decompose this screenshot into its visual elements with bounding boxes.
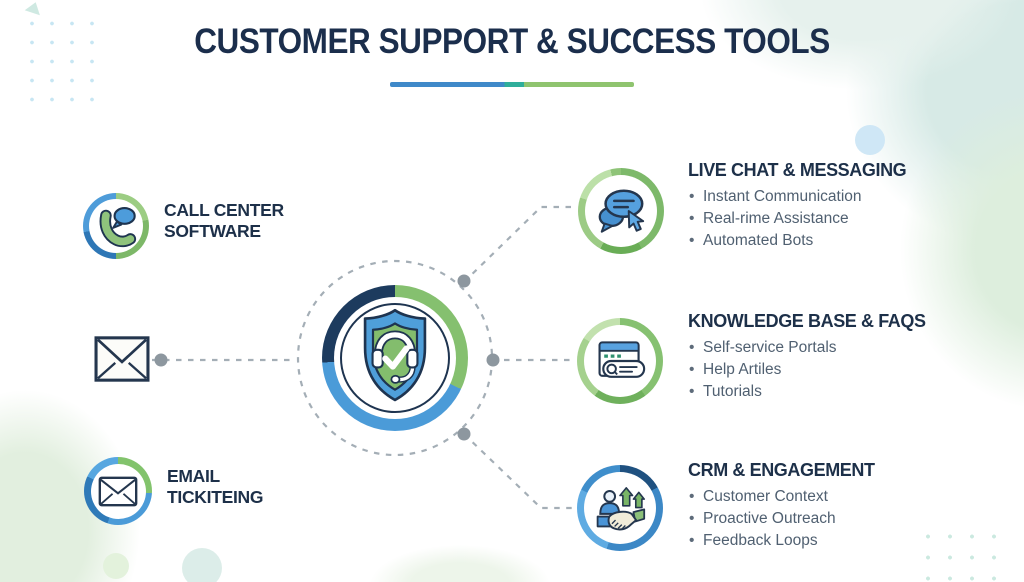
decor-circle — [855, 125, 885, 155]
page-title: CUSTOMER SUPPORT & SUCCESS TOOLS — [194, 22, 830, 61]
section-live-chat: LIVE CHAT & MESSAGING Instant Communicat… — [688, 160, 1018, 253]
crm-circle — [577, 465, 663, 551]
shield-headset-icon — [363, 308, 427, 402]
decor-circle — [103, 553, 129, 579]
bullet-item: Instant Communication — [688, 186, 1018, 208]
email-ticketing-circle — [84, 457, 152, 525]
envelope-icon — [94, 336, 150, 382]
bullet-text: Self-service Portals — [703, 339, 837, 356]
bullet-item: Help Artiles — [688, 359, 1018, 381]
envelope-circle-icon — [84, 457, 152, 525]
bullet-text: Real-rime Assistance — [703, 210, 849, 227]
bullet-text: Customer Context — [703, 488, 828, 505]
bullet-text: Feedback Loops — [703, 532, 818, 549]
connector-node-dots — [154, 274, 500, 441]
bullet-item: Feedback Loops — [688, 530, 1018, 552]
call-center-circle — [83, 193, 149, 259]
bullet-text: Proactive Outreach — [703, 510, 836, 527]
label-line: EMAIL — [167, 466, 220, 486]
bullet-text: Instant Communication — [703, 188, 862, 205]
section-knowledge-base: KNOWLEDGE BASE & FAQS Self-service Porta… — [688, 311, 1018, 404]
bullet-text: Tutorials — [703, 383, 762, 400]
bullet-item: Customer Context — [688, 486, 1018, 508]
label-line: SOFTWARE — [164, 221, 261, 241]
bullet-text: Help Artiles — [703, 361, 782, 378]
title-underline — [390, 82, 634, 87]
bullet-list: Self-service Portals Help Artiles Tutori… — [688, 337, 1018, 403]
section-title: KNOWLEDGE BASE & FAQS — [688, 311, 926, 331]
bullet-item: Automated Bots — [688, 230, 1018, 252]
knowledge-base-circle — [577, 318, 663, 404]
handshake-growth-icon — [577, 465, 663, 551]
chat-cursor-icon — [578, 168, 664, 254]
email-ticketing-label: EMAIL TICKITEING — [167, 466, 263, 508]
section-crm: CRM & ENGAGEMENT Customer Context Proact… — [688, 460, 1018, 553]
bullet-list: Instant Communication Real-rime Assistan… — [688, 186, 1018, 252]
section-title: CRM & ENGAGEMENT — [688, 460, 875, 480]
bullet-list: Customer Context Proactive Outreach Feed… — [688, 486, 1018, 552]
call-center-label: CALL CENTER SOFTWARE — [164, 200, 284, 242]
dot-grid-top-left — [22, 14, 106, 108]
knowledge-base-icon — [577, 318, 663, 404]
phone-chat-icon — [83, 193, 149, 259]
label-line: TICKITEING — [167, 487, 264, 507]
bullet-item: Proactive Outreach — [688, 508, 1018, 530]
live-chat-circle — [578, 168, 664, 254]
bullet-text: Automated Bots — [703, 232, 814, 249]
decor-circle — [182, 548, 222, 582]
bullet-item: Self-service Portals — [688, 337, 1018, 359]
bullet-item: Real-rime Assistance — [688, 208, 1018, 230]
bullet-item: Tutorials — [688, 381, 1018, 403]
section-title: LIVE CHAT & MESSAGING — [688, 160, 907, 180]
label-line: CALL CENTER — [164, 200, 284, 220]
